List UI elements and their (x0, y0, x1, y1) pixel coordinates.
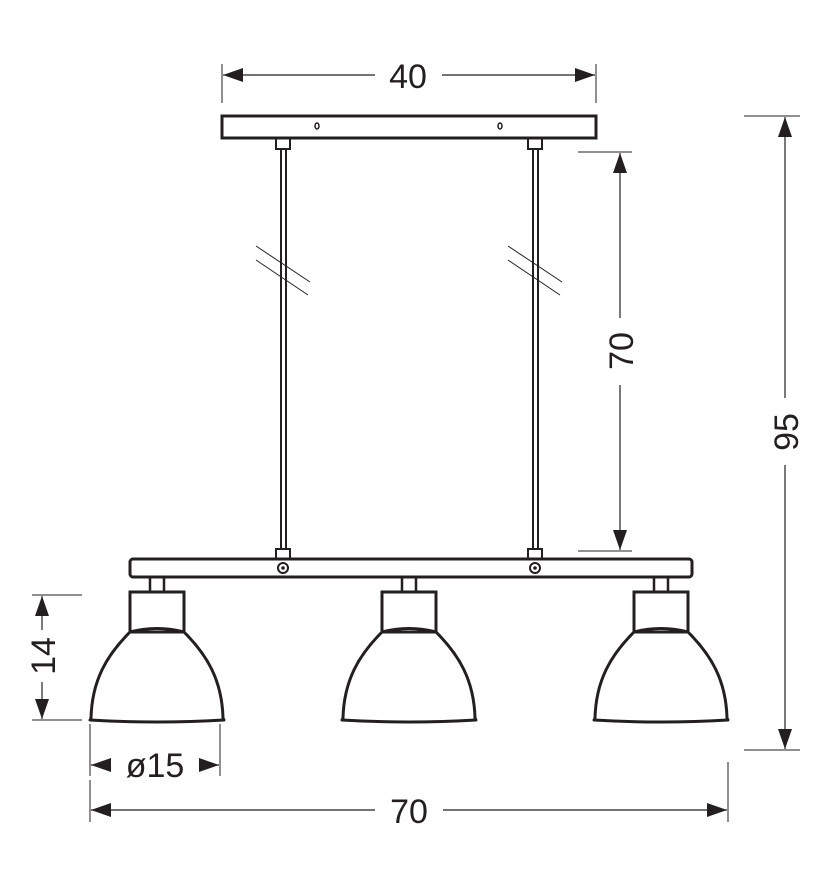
dimension-rod-length: 70 (578, 151, 641, 552)
dimension-plate-width: 40 (221, 58, 597, 103)
ceiling-plate (220, 114, 598, 140)
dimension-shade-height: 14 (25, 594, 82, 721)
dimension-label: ø15 (126, 747, 185, 785)
dimension-shade-diameter: ø15 (89, 724, 221, 785)
suspension-rods (255, 137, 563, 560)
dimension-label: 40 (389, 58, 427, 96)
dimension-total-height: 95 (744, 115, 806, 751)
lamp-shade-left (88, 575, 226, 724)
lamp-shade-center (340, 575, 478, 724)
dimension-label: 70 (390, 793, 428, 831)
lamp-shade-right (592, 575, 730, 724)
dimension-label: 14 (25, 637, 63, 675)
dimension-label: 70 (603, 332, 641, 370)
lamp-bar (128, 557, 694, 579)
dimension-label: 95 (768, 413, 806, 451)
dimension-total-width: 70 (89, 762, 729, 831)
